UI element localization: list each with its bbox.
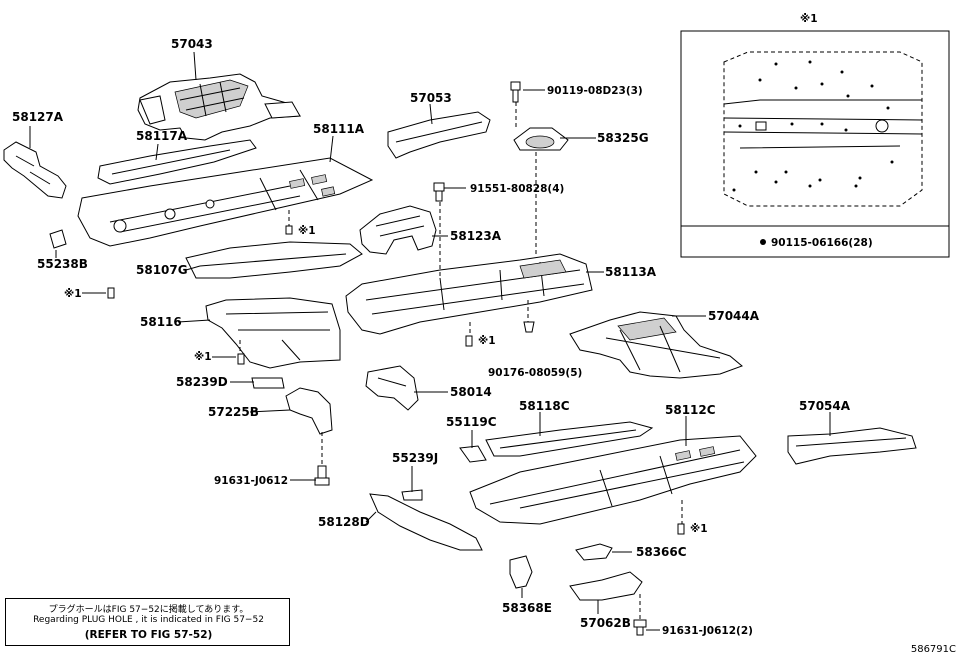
- note-line-japanese: プラグホールはFIG 57−52に掲載してあります。: [48, 605, 249, 615]
- label-55239J: 55239J: [392, 451, 438, 465]
- note-line-english: Regarding PLUG HOLE , it is indicated in…: [33, 615, 264, 625]
- label-58118C: 58118C: [519, 399, 570, 413]
- label-58325G: 58325G: [597, 131, 649, 145]
- label-57225B: 57225B: [208, 405, 259, 419]
- label-58112C: 58112C: [665, 403, 716, 417]
- inset-dots: [732, 60, 894, 192]
- label-58116: 58116: [140, 315, 182, 329]
- ref-mark-5: ※1: [690, 523, 708, 535]
- part-55239J-drawing: [401, 489, 423, 501]
- part-55238B-drawing: [49, 229, 67, 249]
- part-58123A-drawing: [359, 205, 437, 255]
- inset-panel: ※1 90115-06166(28): [680, 13, 950, 258]
- label-58239D: 58239D: [176, 375, 228, 389]
- part-58127A-drawing: [3, 141, 67, 199]
- inset-title: ※1: [800, 13, 818, 25]
- ref-mark-1: ※1: [298, 225, 316, 237]
- part-58368E-drawing: [509, 555, 533, 589]
- note-line-refer: (REFER TO FIG 57-52): [84, 629, 213, 641]
- label-58014: 58014: [450, 385, 492, 399]
- part-58128D-drawing: [369, 493, 483, 551]
- part-90119-bolt: [510, 81, 521, 103]
- label-91631-left: 91631-J0612: [214, 475, 288, 487]
- part-58366C-drawing: [575, 543, 613, 561]
- label-58123A: 58123A: [450, 229, 502, 243]
- label-58366C: 58366C: [636, 545, 687, 559]
- part-90176-bolt: [523, 321, 535, 333]
- leader-lines: [29, 51, 831, 631]
- label-57062B: 57062B: [580, 616, 631, 630]
- label-90176: 90176-08059(5): [488, 367, 582, 379]
- screw-marks: [107, 225, 685, 535]
- label-57044A: 57044A: [708, 309, 760, 323]
- part-57053-drawing: [387, 111, 491, 159]
- plug-hole-note: プラグホールはFIG 57−52に掲載してあります。 Regarding PLU…: [5, 598, 290, 646]
- part-91551-bolt: [433, 182, 445, 202]
- label-91631-right: 91631-J0612(2): [662, 625, 753, 637]
- label-58107G: 58107G: [136, 263, 188, 277]
- label-55119C: 55119C: [446, 415, 497, 429]
- part-58014-drawing: [365, 365, 419, 411]
- label-58127A: 58127A: [12, 110, 64, 124]
- label-91551: 91551-80828(4): [470, 183, 564, 195]
- part-91631-bolt-right: [633, 619, 647, 636]
- label-90119: 90119-08D23(3): [547, 85, 643, 97]
- part-58118C-drawing: [485, 421, 654, 457]
- part-57044A-drawing: [569, 311, 743, 379]
- part-58116-drawing: [205, 297, 341, 369]
- part-58111A-drawing: [77, 157, 374, 247]
- part-58117A-drawing: [97, 139, 257, 185]
- label-58111A: 58111A: [313, 122, 365, 136]
- part-58113A-drawing: [345, 253, 593, 335]
- part-58325G-drawing: [513, 127, 569, 151]
- part-55119C-drawing: [459, 445, 487, 463]
- part-57062B-drawing: [569, 571, 643, 601]
- part-91631-bolt-left: [314, 465, 330, 486]
- part-58107G-drawing: [185, 241, 363, 279]
- label-58117A: 58117A: [136, 129, 188, 143]
- part-58112C-drawing: [469, 435, 757, 525]
- label-55238B: 55238B: [37, 257, 88, 271]
- ref-mark-4: ※1: [478, 335, 496, 347]
- figure-id: 586791C: [910, 644, 956, 655]
- inset-caption: 90115-06166(28): [771, 237, 873, 249]
- label-57053: 57053: [410, 91, 452, 105]
- label-58368E: 58368E: [502, 601, 552, 615]
- ref-mark-3: ※1: [194, 351, 212, 363]
- part-57054A-drawing: [787, 427, 917, 465]
- label-57043: 57043: [171, 37, 213, 51]
- label-57054A: 57054A: [799, 399, 851, 413]
- part-58239D-drawing: [251, 377, 285, 389]
- ref-mark-2: ※1: [64, 288, 82, 300]
- part-57225B-drawing: [285, 387, 333, 435]
- label-58128D: 58128D: [318, 515, 370, 529]
- label-58113A: 58113A: [605, 265, 657, 279]
- part-57043-drawing: [137, 73, 302, 141]
